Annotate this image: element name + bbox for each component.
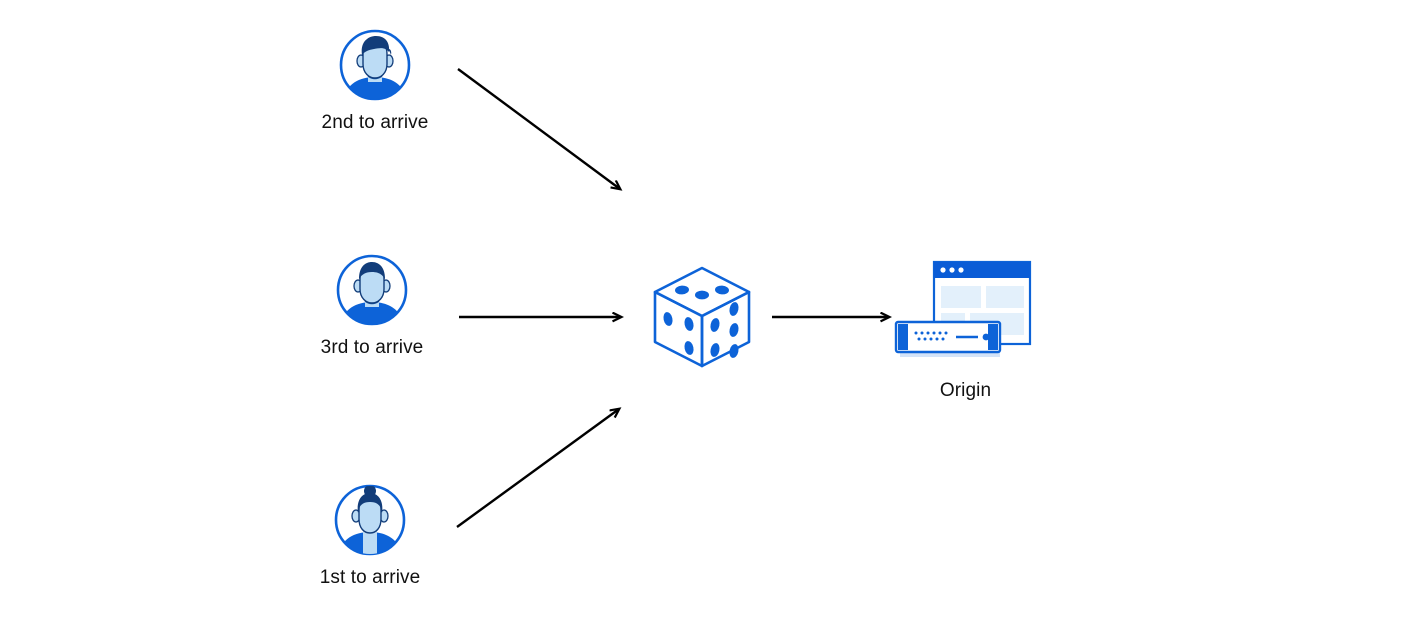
node-user-2nd[interactable]: 2nd to arrive xyxy=(305,28,445,134)
node-label-origin: Origin xyxy=(939,380,992,401)
arrow-user-bottom-to-dice xyxy=(456,409,619,528)
node-label-user-3rd: 3rd to arrive xyxy=(320,337,424,358)
user-avatar-female-icon xyxy=(333,483,407,557)
node-label-user-1st: 1st to arrive xyxy=(319,567,421,588)
user-avatar-male-short-hair-icon xyxy=(335,253,409,327)
node-origin[interactable]: Origin xyxy=(888,252,1043,402)
user-avatar-male-icon xyxy=(338,28,412,102)
node-user-1st[interactable]: 1st to arrive xyxy=(300,483,440,589)
arrow-user-top-to-dice xyxy=(457,68,620,189)
origin-server-browser-icon xyxy=(890,252,1042,370)
server-device-icon xyxy=(894,320,1001,357)
dice-icon xyxy=(649,262,755,372)
node-label-user-2nd: 2nd to arrive xyxy=(321,112,429,133)
node-dice[interactable] xyxy=(648,262,756,372)
node-user-3rd[interactable]: 3rd to arrive xyxy=(302,253,442,359)
